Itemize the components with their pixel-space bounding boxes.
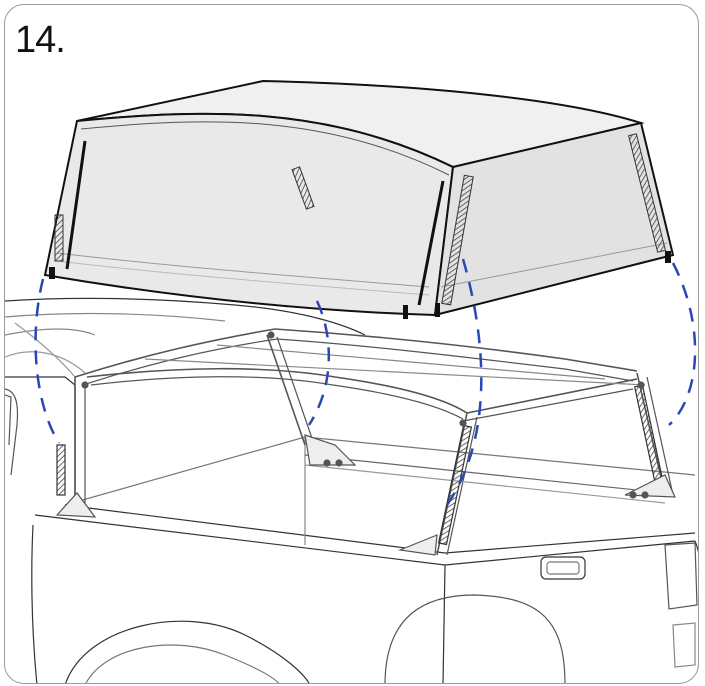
instruction-panel: 14. xyxy=(4,4,699,684)
truck-bed xyxy=(5,297,698,683)
alignment-guides xyxy=(34,258,697,506)
cover-shell xyxy=(43,79,675,319)
assembly-illustration xyxy=(5,79,698,683)
frame-arches xyxy=(55,328,676,556)
step-number: 14. xyxy=(15,19,66,61)
